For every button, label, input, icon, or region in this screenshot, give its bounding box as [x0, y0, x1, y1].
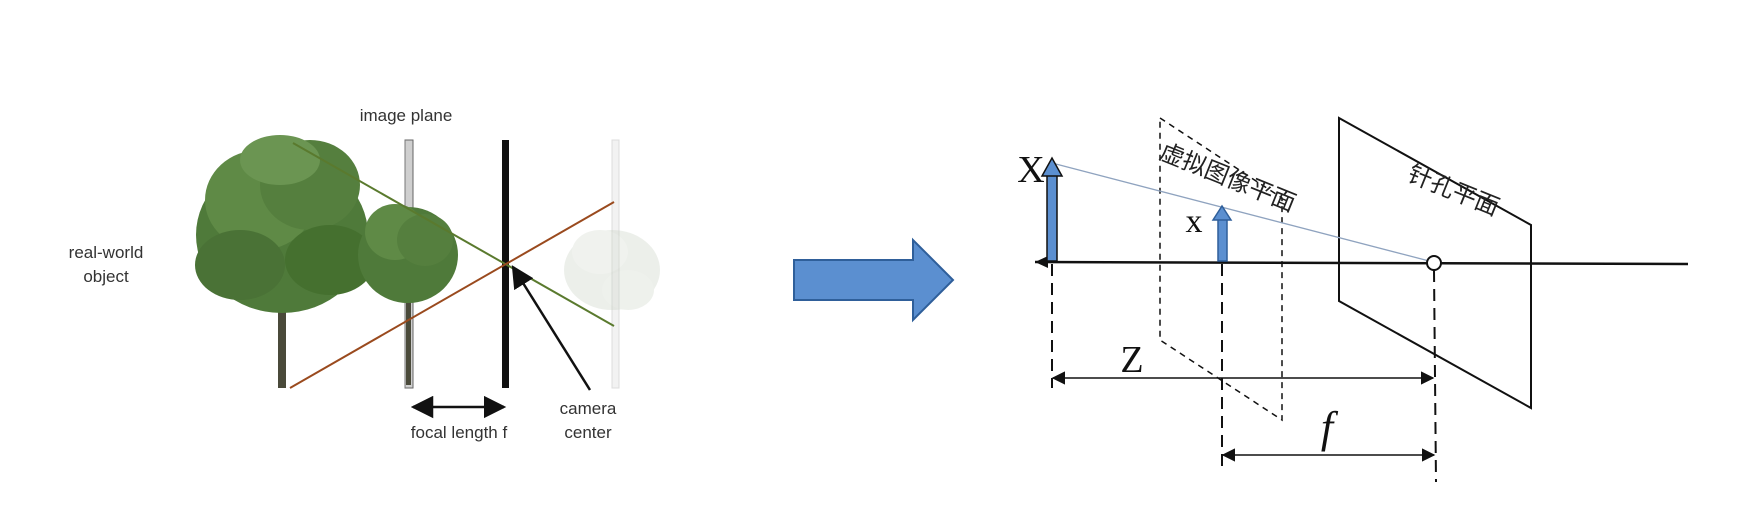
camera-center-label-line1: camera: [560, 399, 617, 418]
transition-arrow-icon: [793, 237, 955, 323]
image-arrow-x: [1211, 204, 1233, 262]
projected-tree-icon: [358, 204, 458, 385]
virtual-plane-label: 虚拟图像平面: [1156, 138, 1300, 218]
ray-green: [292, 142, 615, 327]
object-label-line2: object: [83, 267, 129, 286]
pinhole-plane-label: 针孔平面: [1404, 160, 1503, 222]
virtual-plane: [611, 139, 620, 389]
optical-axis-arrowhead: [1035, 256, 1048, 268]
pinhole-icon: [1426, 255, 1442, 271]
camera-center-pointer: [511, 265, 592, 391]
x-label: x: [1186, 203, 1203, 240]
optical-axis: [1034, 260, 1689, 266]
X-label: X: [1017, 149, 1044, 191]
object-arrow-X: [1040, 156, 1064, 262]
right-panel: X x 虚拟图像平面 针孔平面 Z f: [1017, 116, 1689, 483]
focal-length-label: focal length f: [411, 423, 508, 442]
pinhole-plane: [1338, 116, 1532, 410]
virtual-image-plane: [1159, 116, 1283, 422]
virtual-tree-icon: [564, 230, 660, 310]
camera-center-label-line2: center: [564, 423, 612, 442]
projection-ray: [1051, 162, 1434, 263]
guide-pinhole: [1433, 269, 1437, 483]
Z-label: Z: [1120, 339, 1143, 381]
ray-brown: [289, 201, 615, 389]
tree-object-icon: [195, 135, 375, 388]
f-label: f: [1321, 403, 1339, 452]
object-label-line1: real-world: [69, 243, 144, 262]
left-panel: image plane real-world object focal leng…: [69, 106, 660, 442]
image-plane-label: image plane: [360, 106, 453, 125]
